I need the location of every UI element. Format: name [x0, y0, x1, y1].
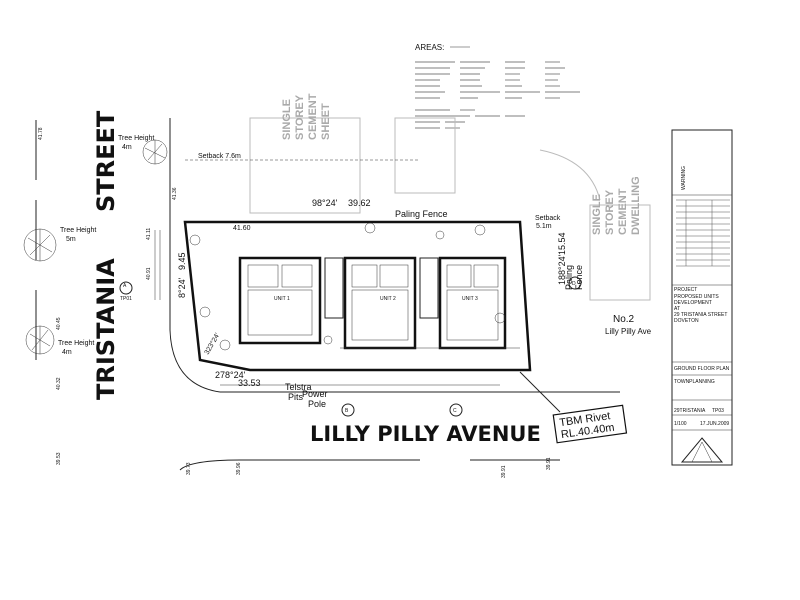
project-line-4: 29 TRISTANIA STREET — [674, 312, 727, 318]
svg-text:40.32: 40.32 — [56, 377, 62, 390]
tree-height-value: 5m — [66, 236, 76, 243]
warning-label: WARNING — [681, 166, 687, 190]
project-line-2: DEVELOPMENT — [674, 300, 712, 306]
lilly-pilly-avenue-label: LILLY PILLY AVENUE — [310, 422, 541, 446]
site-boundary: Setback 7.6m Setback 5.1m Paling Fence P… — [177, 153, 584, 388]
areas-table: AREAS: — [415, 43, 580, 129]
unit-3: UNIT 3 — [438, 256, 507, 350]
street-word-label: STREET — [92, 110, 120, 212]
unit-1-label: UNIT 1 — [274, 296, 290, 302]
drawing-title: GROUND FLOOR PLAN — [674, 366, 730, 372]
scale-value: 1/100 — [674, 421, 687, 427]
svg-text:39.96: 39.96 — [236, 462, 242, 475]
bearing-left: 8°24' — [177, 277, 187, 298]
pole-label: Pole — [308, 399, 326, 409]
svg-text:39.91: 39.91 — [546, 457, 552, 470]
pits-label: Pits — [288, 392, 304, 402]
distance-top: 39.62 — [348, 198, 371, 208]
svg-text:41.78: 41.78 — [38, 127, 44, 140]
unit-2: UNIT 2 — [343, 256, 417, 350]
marker-letter: C — [453, 408, 457, 414]
marker-letter: D — [572, 281, 576, 287]
distance-left: 9.45 — [177, 252, 187, 270]
neighbour-street: Lilly Pilly Ave — [605, 327, 652, 336]
ghost-sheet: SHEET — [320, 103, 332, 140]
tristania-street-label: TRISTANIA — [92, 258, 120, 400]
bearing-top: 98°24' — [312, 198, 338, 208]
bearing-corner: 323°24' — [203, 332, 222, 356]
marker-tp01: A TP01 — [119, 281, 133, 302]
distance-top-left: 41.60 — [233, 225, 251, 232]
ghost-storey: STOREY — [294, 94, 306, 140]
svg-text:40.91: 40.91 — [146, 267, 152, 280]
svg-text:39.73: 39.73 — [186, 462, 192, 475]
bearing-bottom: 278°24' — [215, 370, 246, 380]
date-value: 17.JUN.2009 — [700, 421, 729, 427]
paling-fence-top-label: Paling Fence — [395, 209, 448, 219]
setback-top-label: Setback 7.6m — [198, 153, 241, 160]
ghost-right-storey: STOREY — [604, 189, 616, 235]
unit-2-label: UNIT 2 — [380, 296, 396, 302]
svg-text:41.11: 41.11 — [146, 228, 152, 240]
marker-code: TP01 — [120, 296, 132, 302]
fence-right-label: Fence — [574, 265, 584, 290]
project-line-5: DOVETON — [674, 318, 699, 324]
tree-height-value: 4m — [62, 349, 72, 356]
distance-bottom: 33.53 — [238, 378, 261, 388]
paling-fence-right-label: Paling — [564, 265, 574, 290]
unit-1: UNIT 1 — [238, 256, 322, 345]
bearing-right: 188°24' — [557, 254, 567, 285]
tree-height-label: Tree Height — [60, 227, 96, 234]
svg-text:39.91: 39.91 — [501, 465, 507, 478]
tree-height-label: Tree Height — [58, 340, 94, 347]
garages — [324, 257, 520, 349]
areas-title: AREAS: — [415, 43, 444, 52]
marker-letter: A — [123, 283, 127, 289]
tristania-street: TRISTANIA STREET Tree Height 4m Tree Hei… — [23, 110, 221, 400]
distance-right: 15.54 — [557, 232, 567, 255]
svg-text:40.45: 40.45 — [56, 317, 62, 330]
marker-tp02: D — [568, 276, 582, 290]
tree-middle: Tree Height 5m — [23, 227, 96, 262]
neighbour-number: No.2 — [613, 314, 635, 325]
tree-height-value: 4m — [122, 144, 132, 151]
tree-bottom: Tree Height 4m — [25, 325, 94, 356]
ghost-right-single: SINGLE — [591, 194, 603, 235]
neighbour-ghost-outline: SINGLE STOREY CEMENT SHEET SINGLE STOREY… — [249, 93, 651, 301]
sheet-number: TP03 — [712, 408, 724, 414]
title-block: WARNING PROJECT PROPOSED UNITS DEVELOPME… — [671, 129, 733, 466]
ghost-single: SINGLE — [281, 99, 293, 140]
tree-top: Tree Height 4m — [118, 135, 168, 165]
survey-levels: 41.78 41.36 41.11 40.91 40.45 40.32 39.5… — [38, 127, 552, 478]
svg-text:39.53: 39.53 — [56, 452, 62, 465]
project-label: PROJECT — [674, 287, 697, 293]
lilly-pilly-avenue: LILLY PILLY AVENUE B C Telstra Pits Powe… — [179, 371, 628, 471]
unit-3-label: UNIT 3 — [462, 296, 478, 302]
setback-right-value: 5.1m — [536, 223, 552, 230]
tree-height-label: Tree Height — [118, 135, 154, 142]
stage-label: TOWNPLANNING — [674, 379, 715, 385]
marker-letter: B — [345, 408, 349, 414]
ghost-right-cement: CEMENT — [617, 188, 629, 235]
marker-tp03: B — [341, 403, 355, 417]
ghost-cement: CEMENT — [307, 93, 319, 140]
setback-right-label: Setback — [535, 215, 561, 222]
ghost-right-dwelling: DWELLING — [630, 176, 642, 235]
landscape-trees — [189, 222, 506, 351]
job-number: 29TRISTANIA — [674, 408, 706, 414]
project-line-1: PROPOSED UNITS — [674, 294, 719, 300]
project-line-3: AT — [674, 306, 680, 312]
svg-text:41.36: 41.36 — [172, 187, 178, 200]
marker-tp04: C — [449, 403, 463, 417]
power-label: Power — [302, 389, 328, 399]
tbm-rivet-box: TBM Rivet RL.40.40m — [552, 404, 628, 444]
telstra-label: Telstra — [285, 382, 312, 392]
